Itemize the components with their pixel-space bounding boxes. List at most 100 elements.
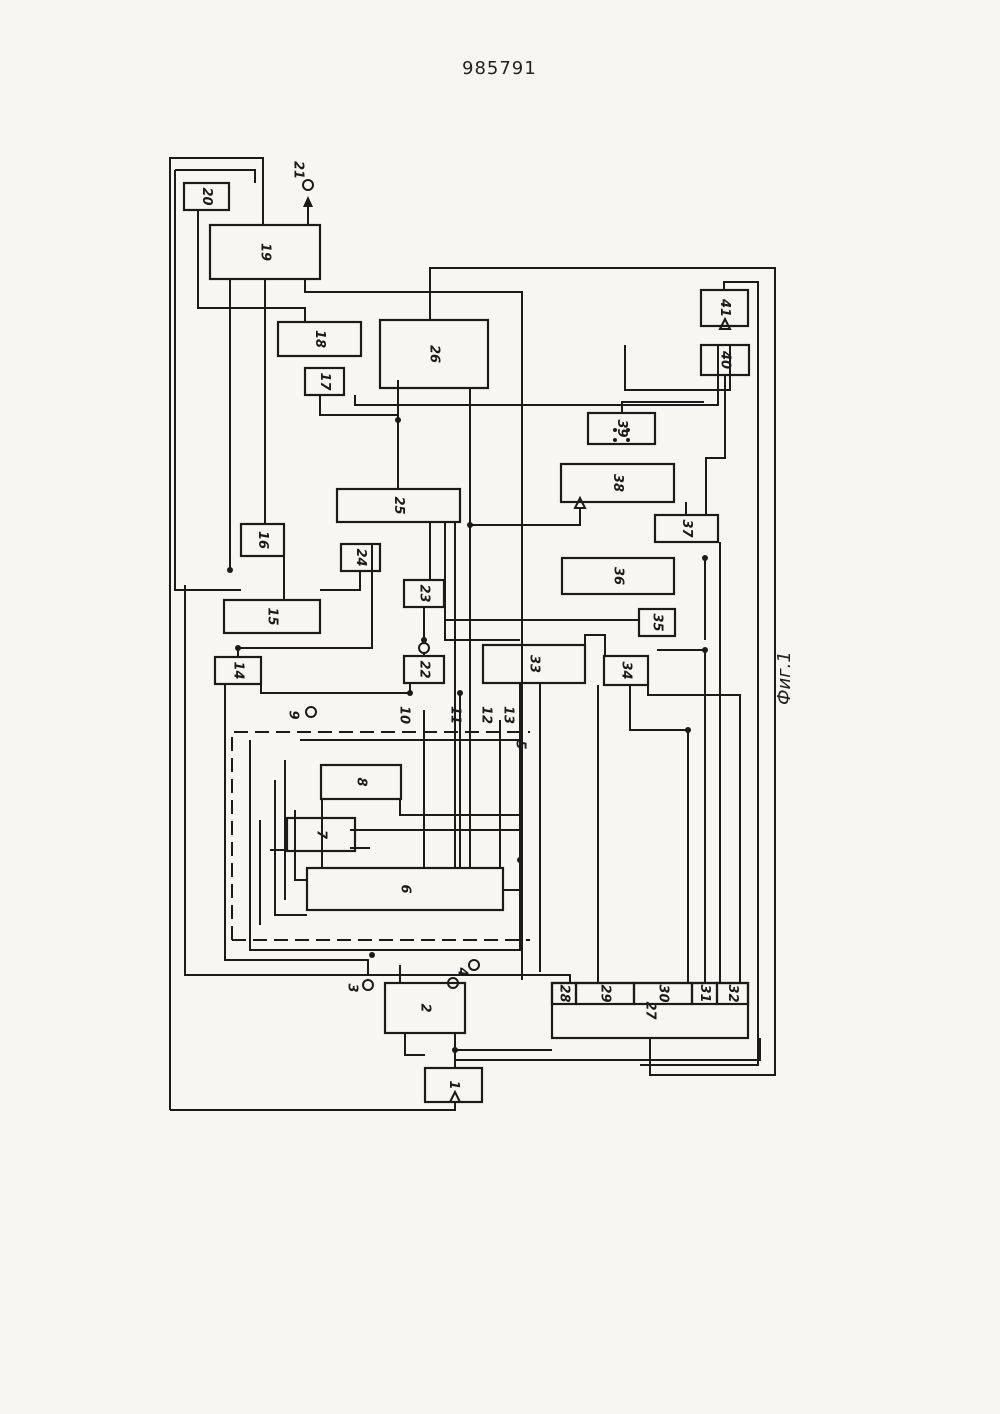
block-6: 6 xyxy=(307,868,503,910)
wire-4 xyxy=(175,170,255,183)
block-28-label: 28 xyxy=(557,984,572,1002)
block-35: 35 xyxy=(639,609,675,636)
terminal-9: 9 xyxy=(286,707,317,720)
block-6-label: 6 xyxy=(398,884,413,893)
block-32-label: 32 xyxy=(725,984,740,1002)
junction-dot-11 xyxy=(235,645,241,651)
junction-dot-4 xyxy=(457,690,463,696)
wire-58 xyxy=(250,740,520,950)
block-33-label: 33 xyxy=(527,655,542,673)
block-33: 33 xyxy=(483,645,585,683)
block-2: 2 xyxy=(385,983,465,1033)
wire-21 xyxy=(320,571,360,590)
wire-55 xyxy=(503,890,520,930)
junction-dot-12 xyxy=(407,690,413,696)
junction-dot-2 xyxy=(467,522,473,528)
block-16-label: 16 xyxy=(255,531,270,549)
block-20-label: 20 xyxy=(199,187,214,205)
block-17: 17 xyxy=(305,368,344,395)
block-39-dot-3 xyxy=(613,438,617,442)
block-16: 16 xyxy=(241,524,284,556)
block-8: 8 xyxy=(321,765,401,799)
wire-40 xyxy=(706,375,725,515)
block-2-label: 2 xyxy=(418,1003,433,1012)
block-32: 32 xyxy=(717,983,748,1004)
block-19-label: 19 xyxy=(258,243,273,261)
wire-39 xyxy=(625,345,730,390)
inverter-pin-22 xyxy=(419,643,429,653)
block-35-label: 35 xyxy=(650,613,665,631)
block-34-label: 34 xyxy=(619,661,634,679)
block-18-label: 18 xyxy=(312,330,327,348)
block-1-label: 1 xyxy=(446,1080,461,1089)
block-26-label: 26 xyxy=(427,345,442,363)
bus-label-5: 5 xyxy=(513,740,528,749)
wire-50 xyxy=(275,780,307,915)
block-29: 29 xyxy=(576,983,634,1004)
junction-dot-9 xyxy=(452,1047,458,1053)
junction-dot-13 xyxy=(369,952,375,958)
wire-2 xyxy=(170,1102,455,1110)
terminal-3: 3 xyxy=(345,980,374,993)
block-20: 20 xyxy=(184,183,229,210)
block-23-label: 23 xyxy=(417,584,432,602)
junction-dot-7 xyxy=(685,727,691,733)
wire-5 xyxy=(198,210,305,322)
block-39-dot-4 xyxy=(626,438,630,442)
block-36-label: 36 xyxy=(611,567,626,585)
block-24: 24 xyxy=(341,544,380,571)
dashed-boundary xyxy=(232,732,530,940)
junction-dot-6 xyxy=(702,555,708,561)
block-34: 34 xyxy=(604,656,648,685)
block-25-label: 25 xyxy=(391,496,406,514)
block-19: 19 xyxy=(210,225,320,279)
block-15: 15 xyxy=(224,600,320,633)
block-22-label: 22 xyxy=(417,660,432,678)
block-23: 23 xyxy=(404,580,444,607)
block-37: 37 xyxy=(655,515,718,542)
block-40: 40 xyxy=(701,345,749,375)
block-18: 18 xyxy=(278,322,361,356)
svg-text:21: 21 xyxy=(291,161,306,179)
output-arrow xyxy=(303,196,313,207)
function-blocks: 1267814151617181920222324252627282930313… xyxy=(184,183,749,1102)
wire-23 xyxy=(261,683,410,693)
wire-15 xyxy=(470,502,580,525)
junction-dot-10 xyxy=(227,567,233,573)
wire-52 xyxy=(295,810,307,880)
block-26: 26 xyxy=(380,320,488,388)
wire-42 xyxy=(622,402,704,413)
bus-label-12: 12 xyxy=(479,706,494,724)
block-15-label: 15 xyxy=(265,607,280,625)
block-17-label: 17 xyxy=(317,372,332,391)
svg-text:3: 3 xyxy=(345,983,360,992)
wire-53 xyxy=(350,830,520,860)
block-25: 25 xyxy=(337,489,460,522)
terminal-21: 21 xyxy=(291,161,314,190)
block-28: 28 xyxy=(552,983,576,1004)
svg-text:4: 4 xyxy=(455,966,470,976)
block-24-label: 24 xyxy=(353,548,368,566)
block-36: 36 xyxy=(562,558,674,594)
block-39: 39 xyxy=(588,413,655,444)
junction-dot-8 xyxy=(702,647,708,653)
junction-dot-5 xyxy=(517,857,523,863)
wire-44 xyxy=(405,1033,425,1055)
block-41-label: 41 xyxy=(717,298,732,317)
block-30-label: 30 xyxy=(656,984,671,1002)
block-14: 14 xyxy=(215,657,261,684)
block-31: 31 xyxy=(692,983,717,1004)
svg-text:9: 9 xyxy=(286,710,301,719)
block-27: 27 xyxy=(552,983,748,1038)
wire-24 xyxy=(225,684,368,975)
input-arrow-41 xyxy=(720,319,730,329)
block-38-label: 38 xyxy=(610,474,625,492)
input-arrow-1 xyxy=(450,1092,460,1102)
junction-dot-1 xyxy=(395,417,401,423)
wire-9 xyxy=(305,279,522,980)
block-22: 22 xyxy=(404,656,444,683)
block-31-label: 31 xyxy=(697,984,712,1002)
block-38: 38 xyxy=(561,464,674,502)
block-37-label: 37 xyxy=(679,519,694,538)
